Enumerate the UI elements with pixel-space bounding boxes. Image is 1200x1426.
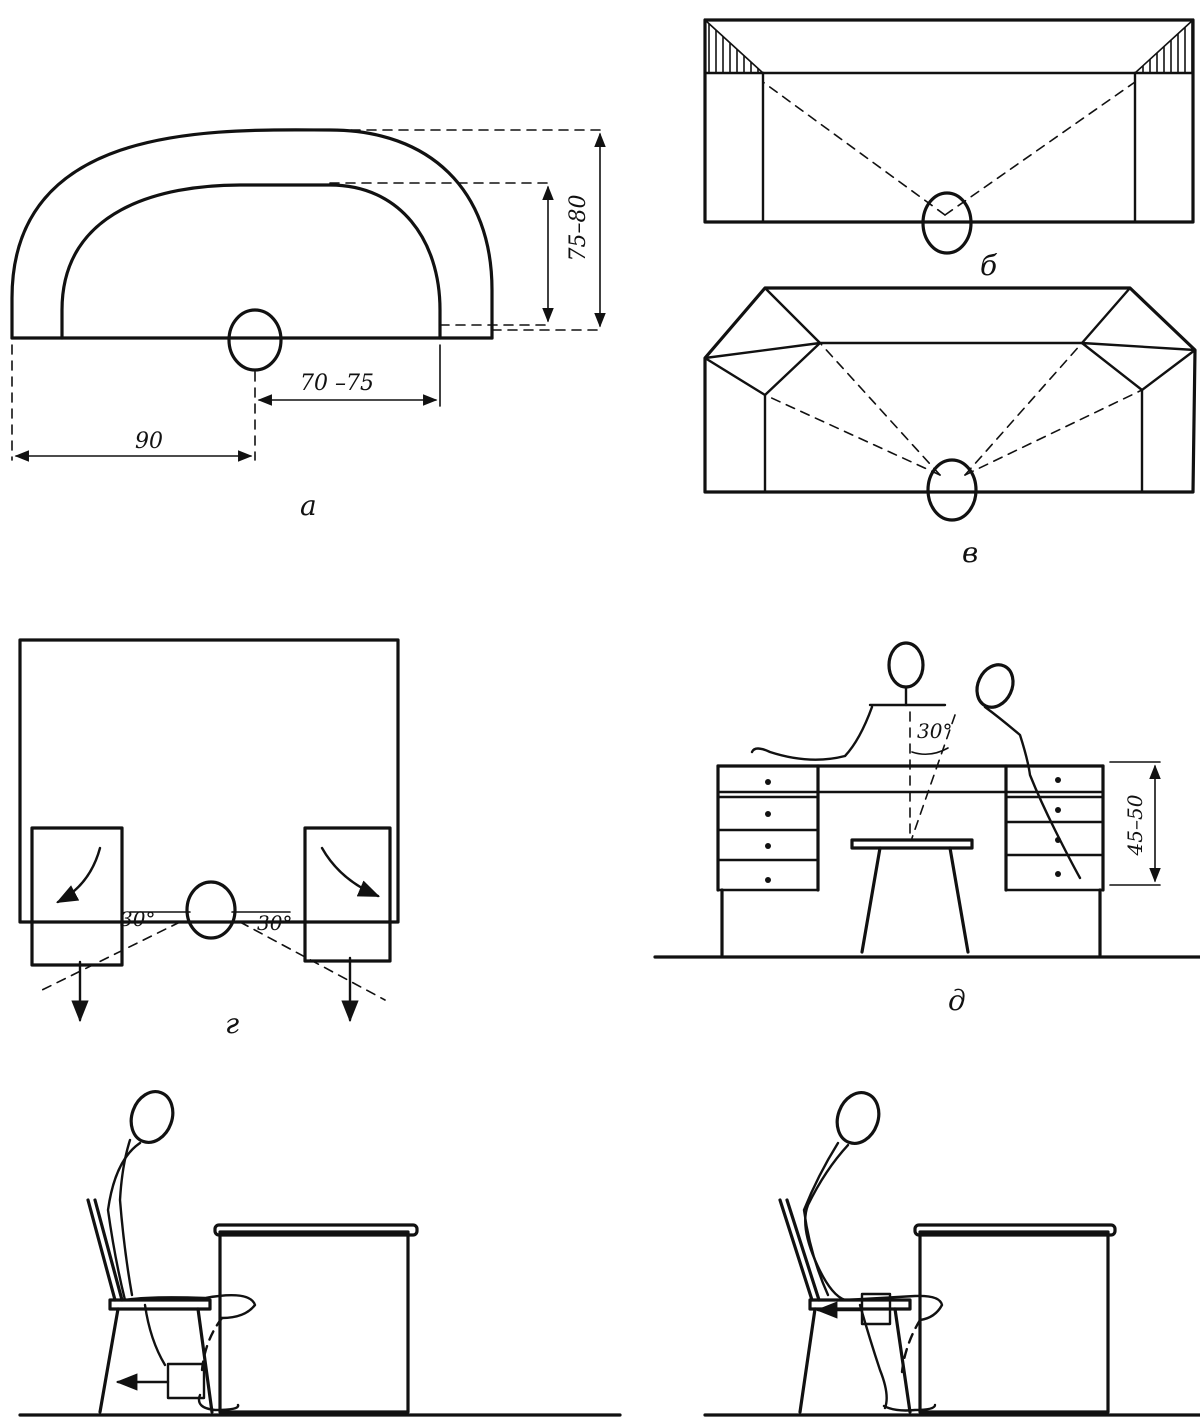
panel-v-angled-desk: в: [703, 286, 1197, 569]
panel-d-side-view: 45–50 30° д: [653, 641, 1200, 1017]
panel-g-label: г: [225, 1007, 239, 1040]
hatched-corner-left: [704, 18, 766, 74]
drawer-left: [30, 826, 124, 967]
bottom-left-seated-posture: [18, 1090, 622, 1417]
person-head-circle: [926, 458, 978, 522]
chair-seat: [850, 838, 974, 850]
person-head: [129, 1090, 175, 1144]
person-head-circle: [227, 308, 283, 372]
desk-body: [918, 1230, 1110, 1414]
person-head-upright: [887, 641, 925, 689]
desk-top-board: [213, 1223, 419, 1237]
hatched-corner-right: [1132, 18, 1194, 74]
dim-outer-width-label: 90: [135, 429, 163, 454]
chair-seat: [108, 1298, 212, 1311]
angle-right-label: 30°: [257, 911, 292, 935]
desk-outline: [703, 18, 1195, 224]
outer-reach-arc: [10, 128, 494, 340]
inner-reach-arc: [60, 183, 442, 340]
dim-height-label: 45–50: [1123, 794, 1147, 856]
angle-left-label: 30°: [120, 907, 155, 931]
desk-top: [18, 638, 400, 924]
panel-a-label: а: [300, 489, 317, 522]
panel-d-label: д: [948, 984, 966, 1017]
person-head: [835, 1091, 881, 1145]
angle-label: 30°: [917, 719, 952, 743]
desk-body: [218, 1230, 410, 1414]
person-head-leaning: [975, 663, 1015, 709]
dim-inner-width-label: 70 –75: [300, 371, 374, 396]
person-head-circle: [921, 191, 973, 255]
bottom-right-seated-posture: [703, 1091, 1200, 1417]
panel-a-reach-zones: 75–80 70 –75 90 а: [10, 128, 606, 522]
panel-g-drawers-top-view: 30° 30° г: [18, 638, 400, 1040]
panel-b-straight-desk: б: [703, 18, 1195, 282]
person-head-circle: [185, 880, 237, 940]
drawer-right: [303, 826, 392, 963]
panel-v-label: в: [962, 536, 978, 569]
desk-top-board: [913, 1223, 1117, 1237]
dim-depth-label: 75–80: [566, 195, 591, 262]
panel-b-label: б: [980, 249, 998, 282]
